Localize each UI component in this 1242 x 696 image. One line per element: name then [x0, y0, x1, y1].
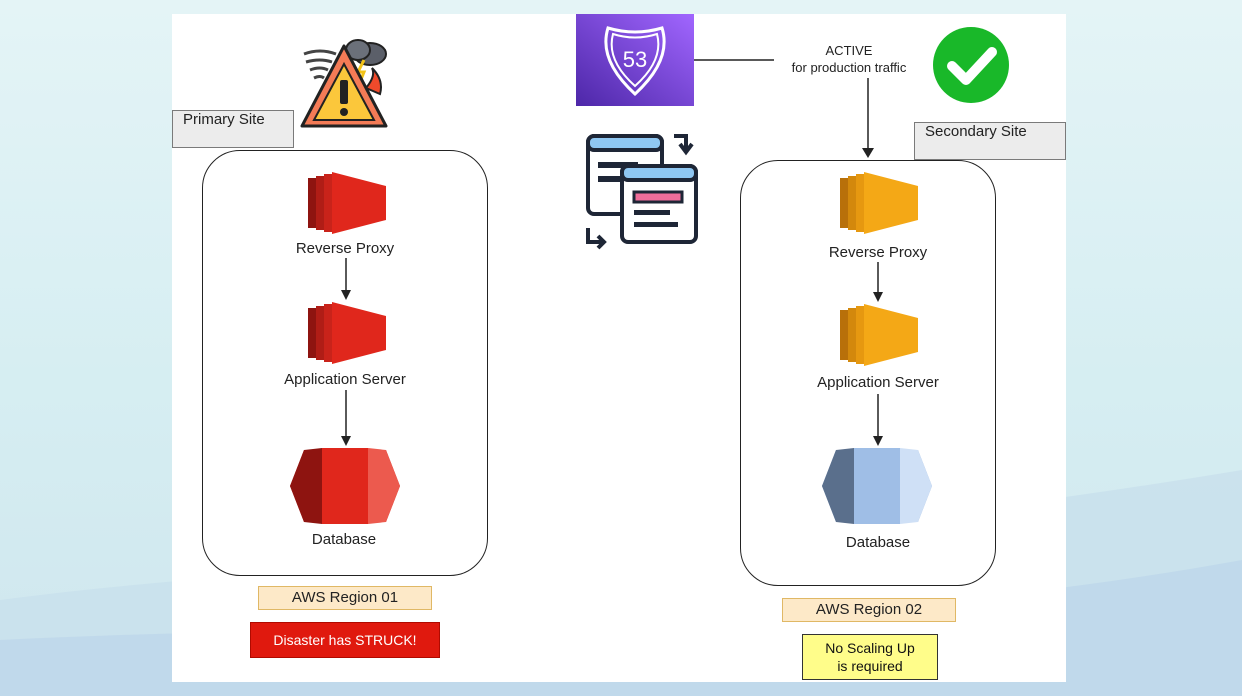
secondary-reverse-proxy-label: Reverse Proxy — [828, 244, 928, 261]
disaster-warning-icon — [300, 39, 388, 128]
database-icon — [290, 448, 400, 524]
primary-app-server-label: Application Server — [284, 371, 406, 388]
secondary-status-line2: is required — [837, 658, 903, 674]
arrow — [341, 258, 351, 300]
primary-reverse-proxy-label: Reverse Proxy — [295, 240, 395, 257]
route53-icon: 53 — [576, 14, 694, 106]
arrow — [873, 394, 883, 446]
primary-status-badge: Disaster has STRUCK! — [250, 622, 440, 658]
ec2-icon — [840, 172, 918, 234]
primary-database-label: Database — [311, 531, 377, 548]
secondary-region-tag: AWS Region 02 — [782, 598, 956, 622]
active-subtitle: for production traffic — [791, 60, 907, 75]
arrow — [341, 390, 351, 446]
diagram-canvas: 53 ACTIVE for production traffic Primary… — [172, 14, 1066, 682]
ec2-icon — [308, 302, 386, 364]
primary-region-tag: AWS Region 01 — [258, 586, 432, 610]
ec2-icon — [840, 304, 918, 366]
primary-region-box — [202, 150, 488, 576]
secondary-status-line1: No Scaling Up — [825, 640, 915, 656]
secondary-database-label: Database — [845, 534, 911, 551]
replication-icon — [586, 134, 698, 250]
database-icon — [822, 448, 932, 524]
ec2-icon — [308, 172, 386, 234]
check-icon — [933, 27, 1009, 103]
secondary-app-server-label: Application Server — [817, 374, 939, 391]
secondary-site-label: Secondary Site — [914, 122, 1066, 160]
secondary-status-badge: No Scaling Up is required — [802, 634, 938, 680]
active-connector — [694, 59, 874, 158]
active-label: ACTIVE for production traffic — [764, 42, 934, 76]
arrow — [873, 262, 883, 302]
route53-number: 53 — [623, 47, 647, 72]
active-title: ACTIVE — [825, 43, 873, 58]
primary-site-label: Primary Site — [172, 110, 294, 148]
secondary-region-box — [740, 160, 996, 586]
